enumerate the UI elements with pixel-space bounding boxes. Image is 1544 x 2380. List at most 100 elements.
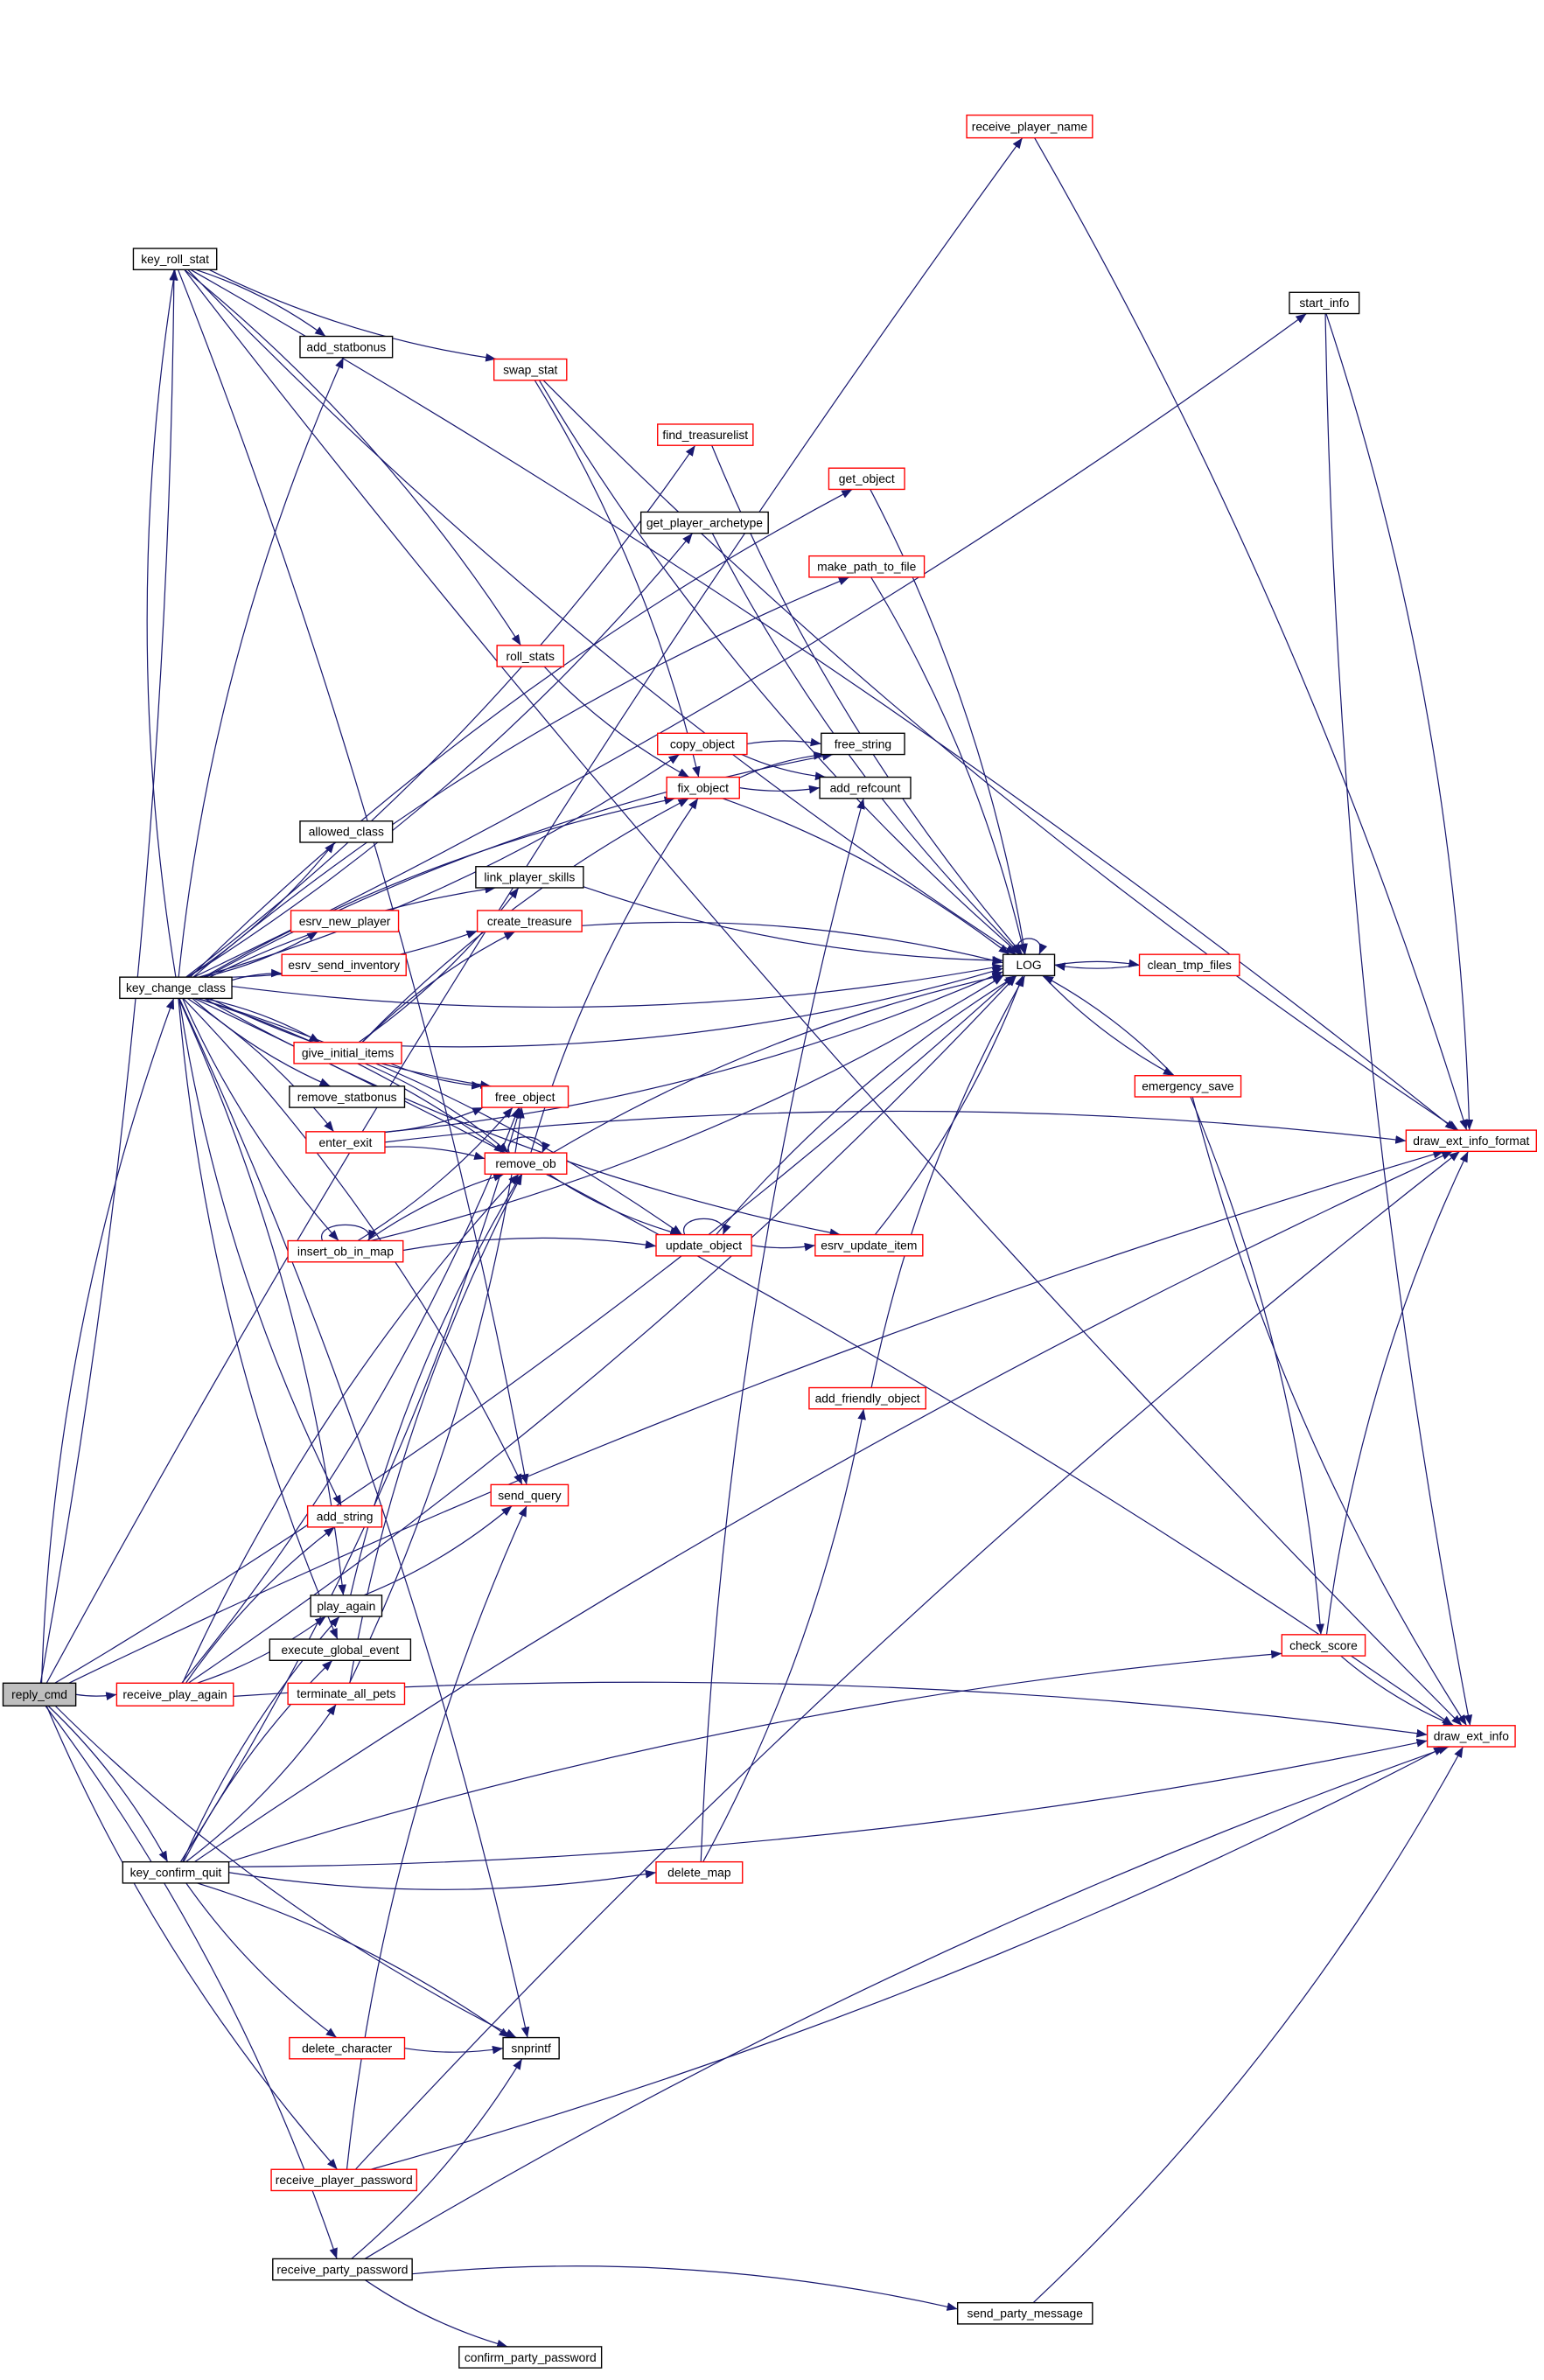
- node-box[interactable]: [966, 114, 1093, 139]
- node-find-treasurelist[interactable]: find_treasurelist: [657, 423, 754, 446]
- node-label[interactable]: add_string: [317, 1510, 374, 1524]
- node-link-player-skills[interactable]: link_player_skills: [475, 866, 584, 889]
- node-add-refcount[interactable]: add_refcount: [819, 776, 912, 799]
- node-box[interactable]: [310, 1595, 383, 1617]
- node-esrv-new-player[interactable]: esrv_new_player: [290, 910, 400, 932]
- node-label[interactable]: start_info: [1299, 296, 1349, 310]
- node-box[interactable]: [119, 976, 233, 1000]
- node-box[interactable]: [1426, 1725, 1516, 1748]
- node-box[interactable]: [821, 732, 905, 756]
- node-box[interactable]: [493, 358, 568, 381]
- node-label[interactable]: fix_object: [677, 780, 729, 794]
- node-label[interactable]: key_change_class: [126, 981, 226, 995]
- node-box[interactable]: [1289, 291, 1360, 315]
- node-delete-character[interactable]: delete_character: [289, 2036, 406, 2060]
- node-add-friendly-object[interactable]: add_friendly_object: [808, 1386, 926, 1410]
- node-box[interactable]: [639, 511, 769, 534]
- node-label[interactable]: key_roll_stat: [141, 252, 209, 266]
- node-label[interactable]: play_again: [317, 1599, 375, 1613]
- node-draw-ext-info-format[interactable]: draw_ext_info_format: [1405, 1129, 1537, 1153]
- node-box[interactable]: [132, 248, 218, 270]
- node-box[interactable]: [269, 1638, 412, 1661]
- node-label[interactable]: delete_character: [302, 2041, 393, 2055]
- node-box[interactable]: [819, 776, 912, 799]
- node-label[interactable]: free_object: [495, 1090, 555, 1104]
- node-label[interactable]: draw_ext_info_format: [1413, 1134, 1529, 1148]
- node-free-object[interactable]: free_object: [481, 1085, 569, 1108]
- node-label[interactable]: esrv_send_inventory: [288, 958, 400, 972]
- node-box[interactable]: [481, 1085, 569, 1108]
- node-box[interactable]: [657, 732, 748, 756]
- node-label[interactable]: copy_object: [670, 736, 735, 750]
- node-get-player-archetype[interactable]: get_player_archetype: [639, 511, 769, 534]
- node-label[interactable]: execute_global_event: [282, 1643, 400, 1657]
- node-key-roll-stat[interactable]: key_roll_stat: [132, 248, 218, 270]
- node-box[interactable]: [1405, 1129, 1537, 1153]
- node-check-score[interactable]: check_score: [1281, 1634, 1366, 1657]
- node-label[interactable]: add_refcount: [830, 780, 901, 794]
- node-execute-global-event[interactable]: execute_global_event: [269, 1638, 412, 1661]
- node-label[interactable]: receive_player_name: [972, 119, 1088, 133]
- node-make-path-to-file[interactable]: make_path_to_file: [808, 555, 926, 578]
- node-box[interactable]: [289, 1085, 406, 1108]
- node-box[interactable]: [306, 1504, 383, 1528]
- node-esrv-update-item[interactable]: esrv_update_item: [814, 1233, 924, 1257]
- node-label[interactable]: give_initial_items: [302, 1046, 394, 1060]
- node-label[interactable]: emergency_save: [1142, 1079, 1234, 1093]
- node-enter-exit[interactable]: enter_exit: [305, 1131, 386, 1154]
- node-send-query[interactable]: send_query: [490, 1483, 569, 1507]
- node-copy-object[interactable]: copy_object: [657, 732, 748, 756]
- node-fix-object[interactable]: fix_object: [666, 776, 740, 799]
- node-label[interactable]: allowed_class: [309, 825, 384, 839]
- node-box[interactable]: [299, 820, 394, 843]
- node-send-party-message[interactable]: send_party_message: [956, 2301, 1093, 2325]
- node-key-change-class[interactable]: key_change_class: [119, 976, 233, 1000]
- node-free-string[interactable]: free_string: [821, 732, 905, 756]
- node-delete-map[interactable]: delete_map: [655, 1860, 744, 1884]
- node-give-initial-items[interactable]: give_initial_items: [293, 1041, 402, 1064]
- node-box[interactable]: [655, 1860, 744, 1884]
- node-box[interactable]: [2, 1682, 77, 1706]
- node-label[interactable]: terminate_all_pets: [297, 1686, 395, 1700]
- node-label[interactable]: make_path_to_file: [817, 560, 916, 574]
- node-box[interactable]: [496, 645, 565, 667]
- node-label[interactable]: get_object: [839, 471, 895, 485]
- node-label[interactable]: snprintf: [511, 2041, 551, 2055]
- node-update-object[interactable]: update_object: [655, 1233, 752, 1257]
- node-box[interactable]: [305, 1131, 386, 1154]
- node-remove-statbonus[interactable]: remove_statbonus: [289, 1085, 406, 1108]
- node-label[interactable]: create_treasure: [487, 914, 572, 928]
- node-label[interactable]: esrv_new_player: [299, 914, 391, 928]
- node-create-treasure[interactable]: create_treasure: [476, 910, 583, 932]
- node-label[interactable]: swap_stat: [503, 362, 557, 376]
- node-label[interactable]: check_score: [1289, 1638, 1358, 1652]
- node-box[interactable]: [272, 2258, 413, 2281]
- node-label[interactable]: draw_ext_info: [1434, 1729, 1509, 1743]
- node-box[interactable]: [655, 1233, 752, 1257]
- node-label[interactable]: receive_play_again: [122, 1687, 227, 1701]
- node-box[interactable]: [1281, 1634, 1366, 1657]
- node-add-string[interactable]: add_string: [306, 1504, 383, 1528]
- node-box[interactable]: [122, 1860, 230, 1884]
- node-box[interactable]: [289, 2036, 406, 2060]
- node-esrv-send-inventory[interactable]: esrv_send_inventory: [281, 953, 407, 977]
- node-box[interactable]: [828, 467, 905, 491]
- node-label[interactable]: update_object: [666, 1239, 742, 1253]
- node-label[interactable]: remove_ob: [495, 1156, 556, 1170]
- node-swap-stat[interactable]: swap_stat: [493, 358, 568, 381]
- node-label[interactable]: clean_tmp_files: [1148, 958, 1232, 972]
- node-box[interactable]: [281, 953, 407, 977]
- node-box[interactable]: [115, 1682, 234, 1706]
- node-label[interactable]: key_confirm_quit: [130, 1866, 222, 1880]
- node-key-confirm-quit[interactable]: key_confirm_quit: [122, 1860, 230, 1884]
- node-label[interactable]: link_player_skills: [484, 870, 575, 884]
- node-box[interactable]: [814, 1233, 924, 1257]
- node-label[interactable]: add_statbonus: [306, 339, 386, 353]
- node-box[interactable]: [1138, 953, 1240, 977]
- node-reply-cmd[interactable]: reply_cmd: [2, 1682, 77, 1706]
- node-label[interactable]: send_query: [498, 1488, 561, 1502]
- node-box[interactable]: [502, 2036, 560, 2060]
- node-label[interactable]: receive_party_password: [276, 2262, 408, 2276]
- node-label[interactable]: get_player_archetype: [646, 515, 763, 529]
- node-box[interactable]: [808, 555, 926, 578]
